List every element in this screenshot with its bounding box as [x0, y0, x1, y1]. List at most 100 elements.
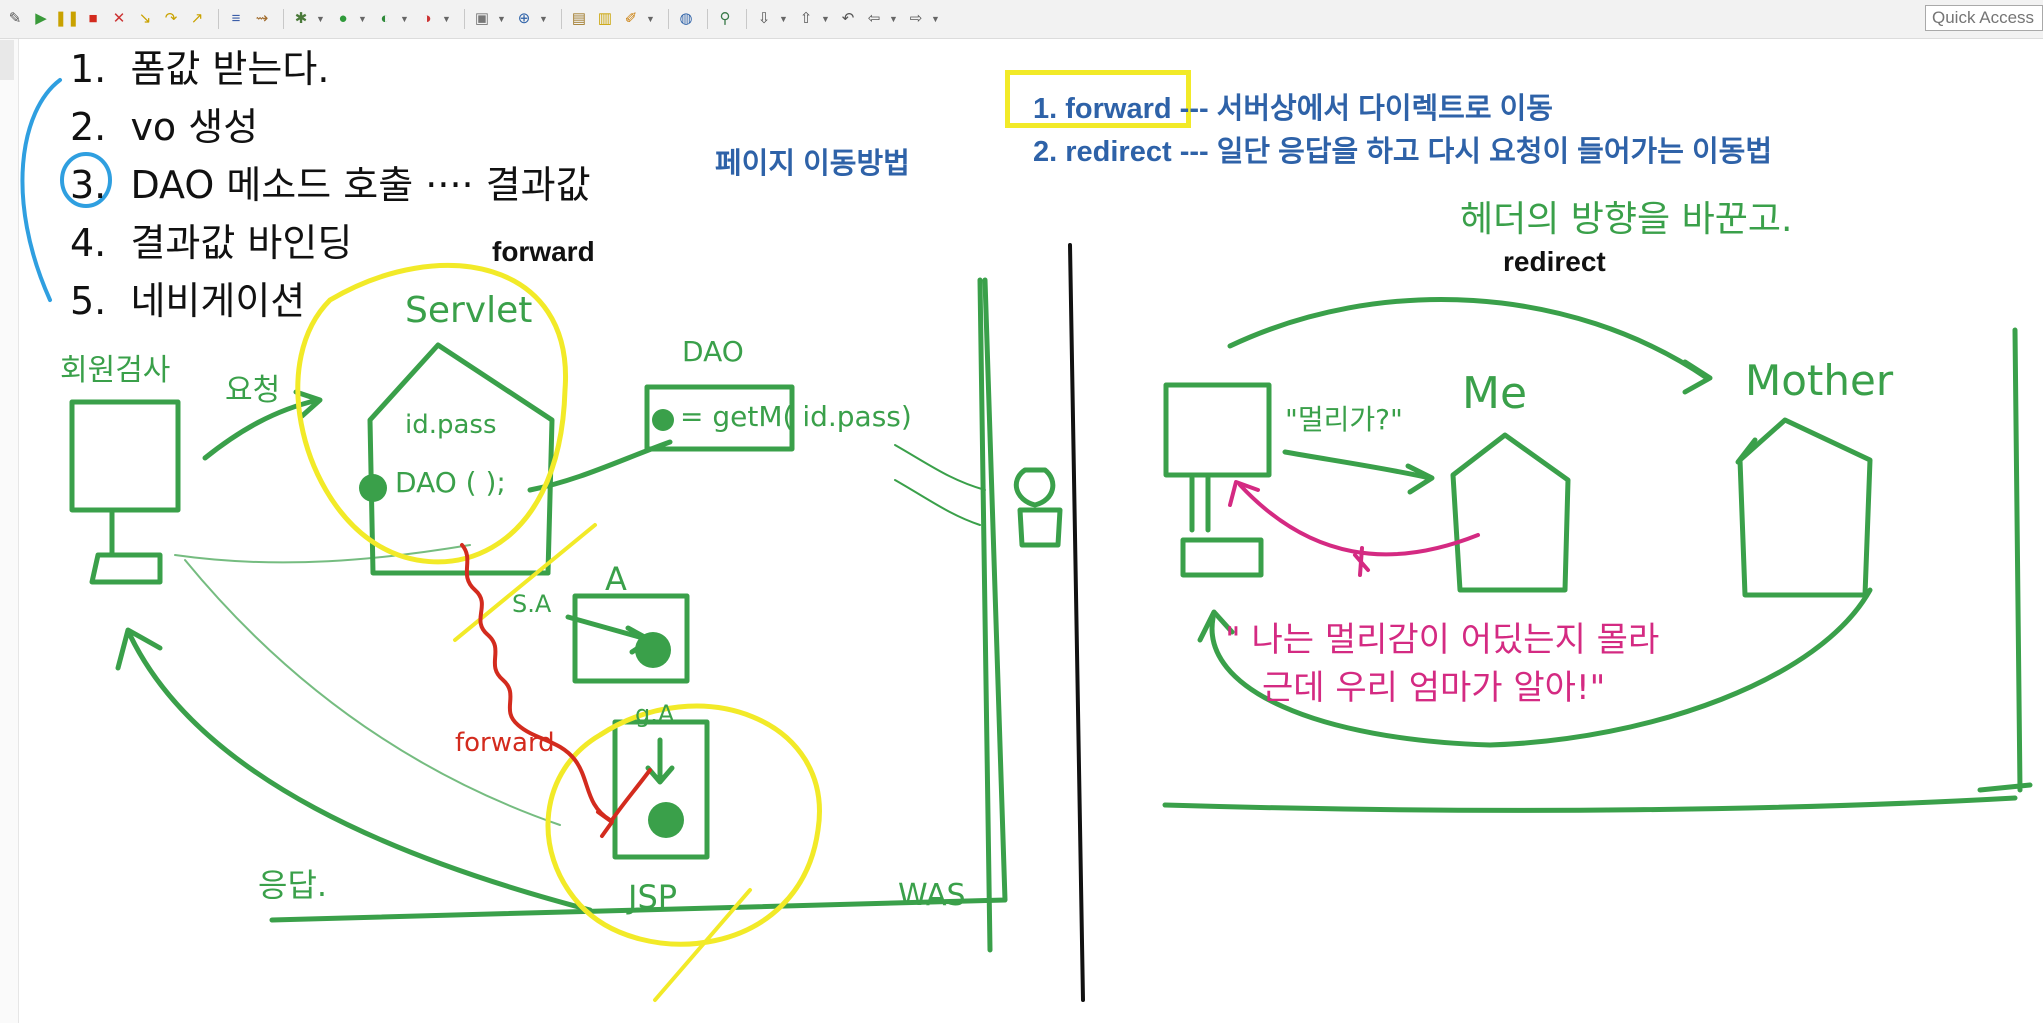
- suspend-icon[interactable]: ❚❚: [54, 10, 80, 27]
- forward-heading: forward: [492, 236, 595, 267]
- whiteboard-canvas: [20, 78, 2033, 1002]
- chevron-down-icon[interactable]: ▼: [316, 14, 325, 24]
- run-button-icon[interactable]: ●: [338, 10, 348, 27]
- disconnect-icon[interactable]: ✕: [112, 10, 126, 27]
- previous-annotation-icon[interactable]: ⇧: [799, 10, 813, 27]
- open-type-icon[interactable]: ▤: [571, 10, 587, 27]
- redirect-heading: redirect: [1503, 246, 1606, 277]
- chevron-down-icon[interactable]: ▼: [646, 14, 655, 24]
- globe-icon[interactable]: ◍: [679, 10, 693, 27]
- sa-dot: [635, 632, 671, 668]
- last-edit-icon[interactable]: ↶: [841, 10, 855, 27]
- terminate-icon[interactable]: ■: [88, 10, 98, 27]
- blue-circle-stroke: [60, 152, 112, 208]
- open-task-icon[interactable]: ▥: [597, 10, 613, 27]
- servlet-label: Servlet: [405, 290, 533, 331]
- question-label: "멀리가?": [1285, 403, 1403, 436]
- magenta-arrow: [1238, 483, 1480, 557]
- toolbar-icons: ✎ ▶ ❚❚ ■ ✕ ↘ ↷ ↗ ≡ ⇝ ✱ ▼ ● ▼ ◐ ▼ ◑ ▼ ▣ ▼…: [4, 8, 947, 30]
- client-monitor: [69, 399, 181, 513]
- method-forward: 1. forward --- 서버상에서 다이렉트로 이동: [1033, 85, 1553, 127]
- ga-label: g.A: [635, 700, 675, 728]
- me-label: Me: [1462, 368, 1528, 419]
- client-stand: [89, 509, 163, 585]
- perspective-icon[interactable]: ⚲: [719, 10, 731, 27]
- toolbar-separator: [561, 9, 562, 29]
- forward-label: forward: [455, 728, 555, 758]
- chevron-down-icon[interactable]: ▼: [889, 14, 898, 24]
- chevron-down-icon[interactable]: ▼: [442, 14, 451, 24]
- jsp-dot: [648, 802, 684, 838]
- step-over-icon[interactable]: ↷: [164, 10, 178, 27]
- search-icon[interactable]: ✐: [624, 10, 638, 27]
- toolbar-separator: [746, 9, 747, 29]
- forward-icon[interactable]: ⇨: [909, 10, 923, 27]
- chevron-down-icon[interactable]: ▼: [779, 14, 788, 24]
- toolbar-separator: [218, 9, 219, 29]
- section-divider: [1068, 243, 1085, 1002]
- next-annotation-icon[interactable]: ⇩: [757, 10, 771, 27]
- minimized-view-tab[interactable]: [0, 40, 14, 80]
- response-label: 응답.: [258, 866, 328, 904]
- a-label: A: [605, 560, 627, 598]
- client-label: 회원검사: [60, 353, 171, 388]
- list-item: 4. 결과값 바인딩: [70, 221, 353, 265]
- step-return-icon[interactable]: ↗: [190, 10, 204, 27]
- debug-icon[interactable]: ✎: [8, 10, 22, 27]
- method-redirect-label: 2. redirect: [1033, 136, 1172, 168]
- resume-icon[interactable]: ▶: [35, 10, 47, 27]
- use-step-filters-icon[interactable]: ⇝: [255, 10, 269, 27]
- request-arrow: [202, 397, 321, 461]
- quick-access-input[interactable]: [1925, 5, 2043, 31]
- method-redirect-desc: --- 일단 응답을 하고 다시 요청이 들어가는 이동법: [1179, 136, 1772, 168]
- jsp-label: JSP: [628, 878, 678, 916]
- dao-dot: [652, 409, 674, 431]
- chevron-down-icon[interactable]: ▼: [358, 14, 367, 24]
- chevron-down-icon[interactable]: ▼: [539, 14, 548, 24]
- external-tools-icon[interactable]: ◐: [380, 10, 390, 27]
- list-item: 5. 네비게이션: [70, 279, 306, 323]
- jsp-box: [612, 719, 710, 860]
- redirect-diagram-strokes: [1162, 296, 2033, 813]
- step-into-icon[interactable]: ↘: [138, 10, 152, 27]
- back-icon[interactable]: ⇦: [867, 10, 881, 27]
- drop-to-frame-icon[interactable]: ≡: [231, 10, 241, 27]
- method-forward-desc: --- 서버상에서 다이렉트로 이동: [1179, 93, 1553, 125]
- chevron-down-icon[interactable]: ▼: [400, 14, 409, 24]
- was-client-figure: [1013, 467, 1063, 548]
- new-server-icon[interactable]: ▣: [474, 10, 490, 27]
- toolbar-separator: [283, 9, 284, 29]
- redirect-bottom-arrow: [1209, 587, 1873, 748]
- request-label: 요청: [225, 373, 281, 408]
- sa-label: S.A: [512, 590, 552, 618]
- main-toolbar: ✎ ▶ ❚❚ ■ ✕ ↘ ↷ ↗ ≡ ⇝ ✱ ▼ ● ▼ ◐ ▼ ◑ ▼ ▣ ▼…: [0, 0, 2043, 39]
- question-arrow: [1282, 449, 1433, 481]
- toolbar-separator: [668, 9, 669, 29]
- mother-label: Mother: [1745, 356, 1894, 405]
- reply-line-1: " 나는 멀리감이 어딨는지 몰라: [1225, 620, 1660, 660]
- sa-box: [572, 593, 690, 684]
- forward-diagram-strokes: [69, 277, 1063, 953]
- servlet-dot: [359, 474, 387, 502]
- reply-line-2: 근데 우리 엄마가 알아!": [1262, 668, 1606, 708]
- bug-icon[interactable]: ✱: [294, 10, 308, 27]
- list-item: 2. vo 생성: [70, 105, 259, 149]
- redirect-top-arrow: [1227, 296, 1710, 381]
- servlet-call: DAO ( );: [395, 466, 506, 499]
- was-label: WAS: [898, 878, 966, 913]
- notes-list: 1. 폼값 받는다. 2. vo 생성 3. DAO 메소드 호출 ···· 결…: [70, 40, 591, 330]
- jsp-highlight-circle: [545, 703, 822, 947]
- left-editor-gutter: [0, 39, 19, 1023]
- method-redirect: 2. redirect --- 일단 응답을 하고 다시 요청이 들어가는 이동…: [1033, 128, 1772, 170]
- mother-house: [1737, 417, 1873, 598]
- chevron-down-icon[interactable]: ▼: [497, 14, 506, 24]
- method-forward-label: 1. forward: [1033, 93, 1172, 125]
- list-item: 3. DAO 메소드 호출 ···· 결과값: [70, 163, 591, 207]
- dao-method: = getM( id.pass): [680, 400, 912, 433]
- chevron-down-icon[interactable]: ▼: [931, 14, 940, 24]
- coverage-icon[interactable]: ◑: [422, 10, 432, 27]
- header-note: 헤더의 방향을 바꾼고.: [1460, 199, 1793, 240]
- chevron-down-icon[interactable]: ▼: [821, 14, 830, 24]
- servlet-param: id.pass: [405, 410, 497, 440]
- new-java-class-icon[interactable]: ⊕: [517, 10, 531, 27]
